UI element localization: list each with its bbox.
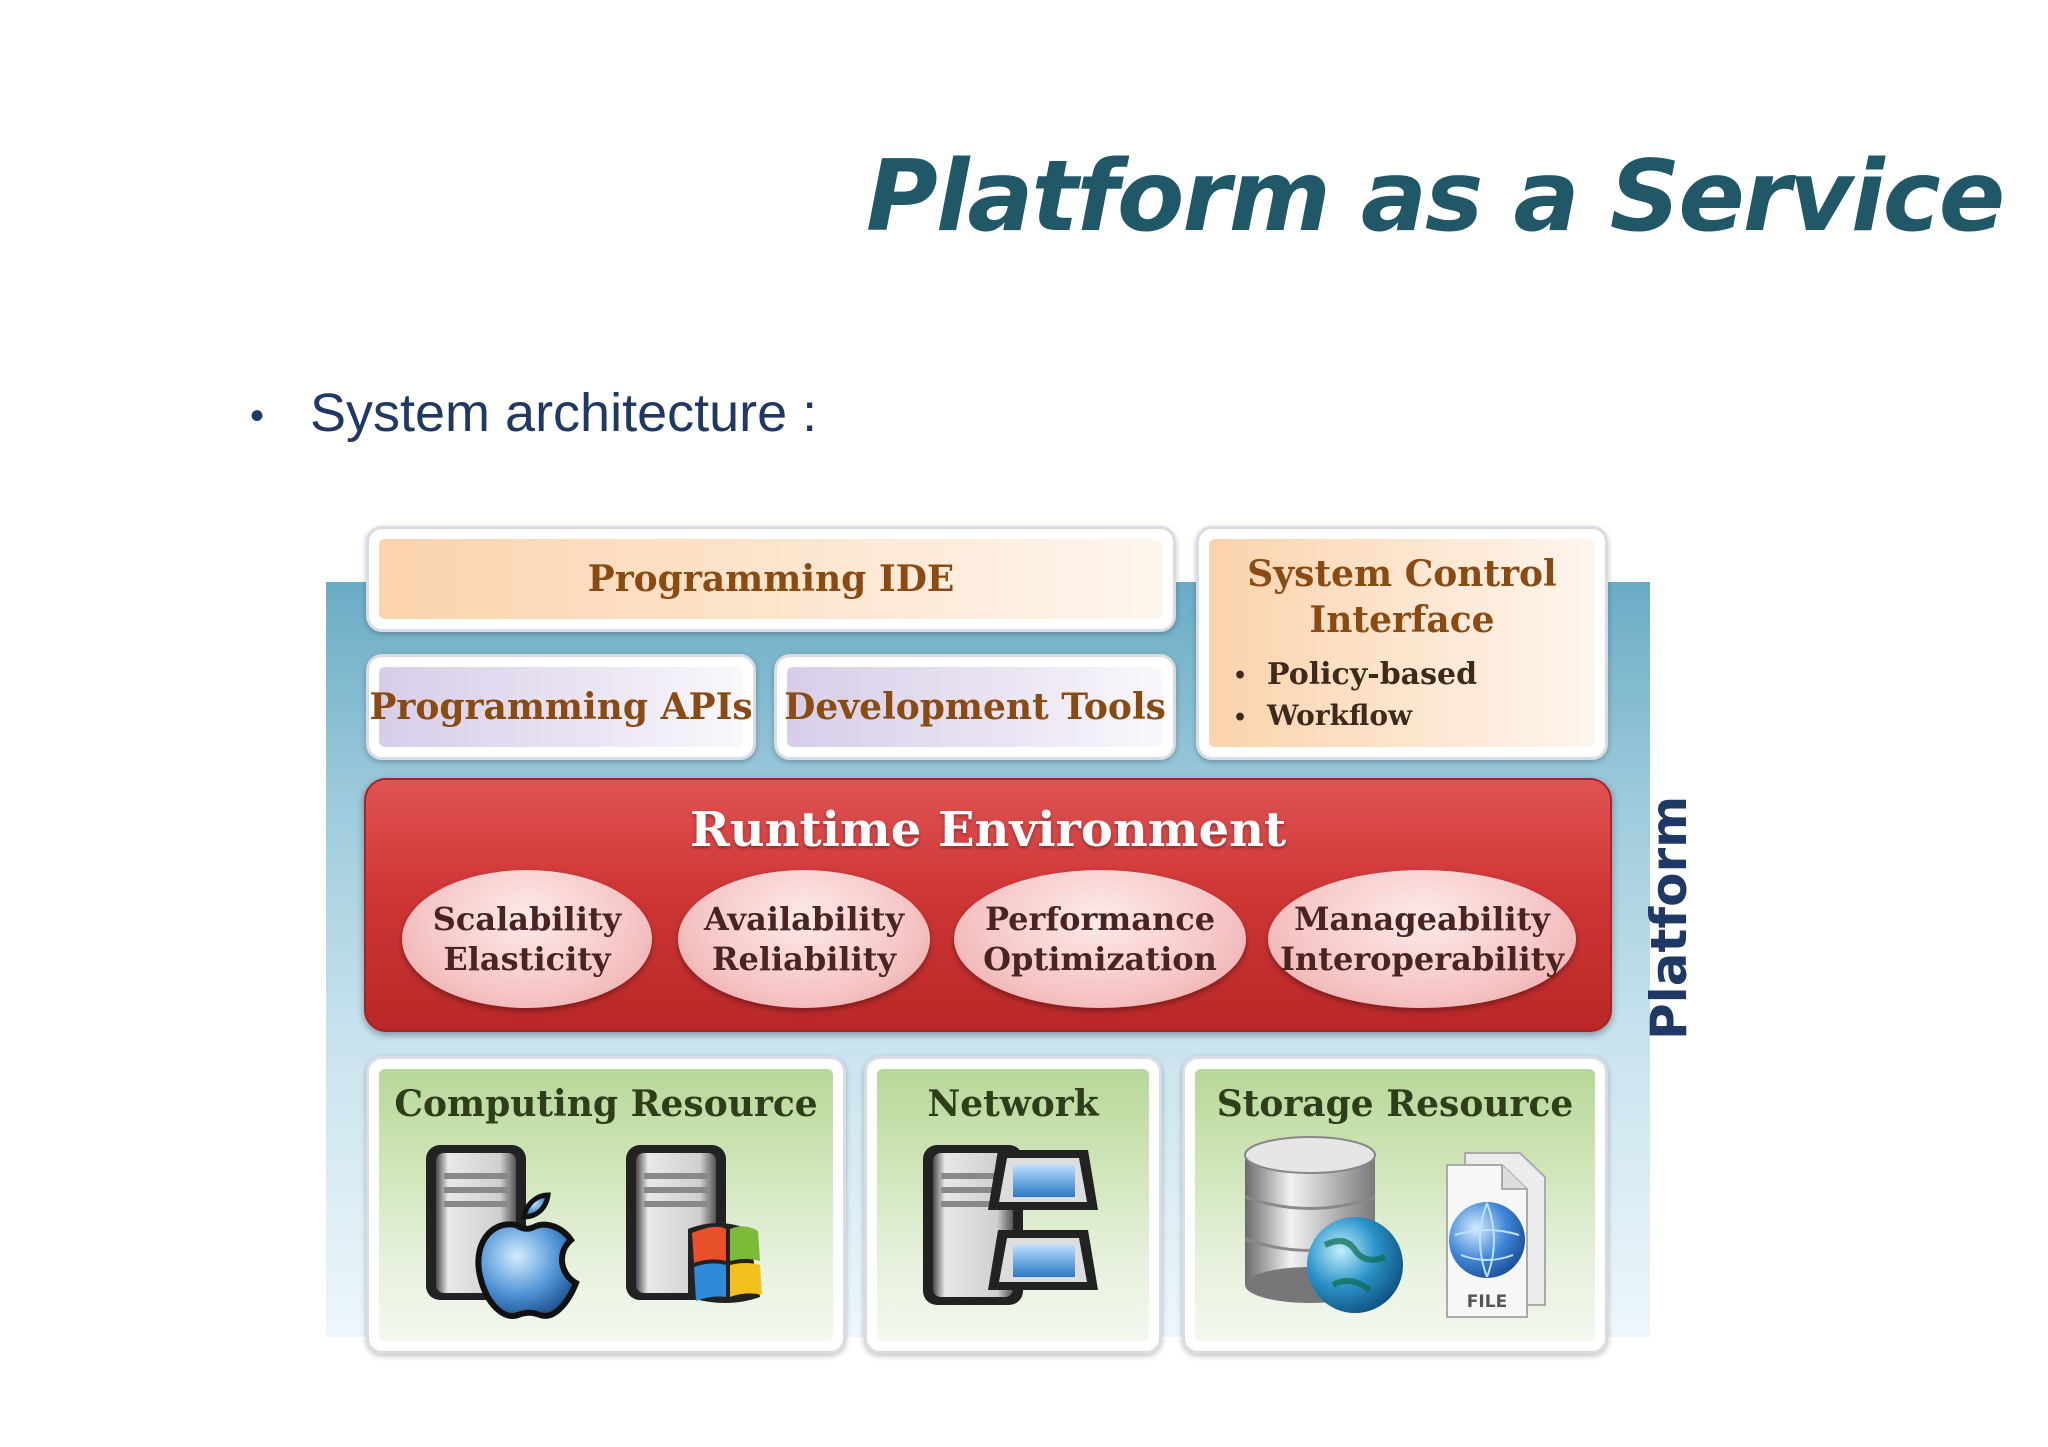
storage-resource-fill: Storage Resource [1195, 1069, 1595, 1341]
development-tools-box: Development Tools [774, 654, 1176, 760]
development-tools-label: Development Tools [784, 686, 1166, 728]
system-control-title-1: System Control [1247, 553, 1557, 595]
storage-icons: FILE [1244, 1136, 1546, 1318]
oval-line: Elasticity [443, 940, 611, 978]
system-control-item-text: Policy-based [1267, 657, 1478, 692]
programming-ide-fill: Programming IDE [379, 539, 1163, 619]
oval-line: Performance [984, 900, 1216, 938]
network-label: Network [927, 1083, 1099, 1125]
programming-apis-fill: Programming APIs [369, 667, 753, 747]
storage-resource-box: Storage Resource [1182, 1056, 1608, 1354]
slide-title: Platform as a Service [866, 140, 2005, 254]
oval-manageability: Manageability Interoperability [1268, 870, 1576, 1008]
file-icon-label: FILE [1467, 1292, 1507, 1312]
oval-line: Scalability [432, 900, 622, 938]
computing-resource-label: Computing Resource [394, 1083, 818, 1125]
oval-line: Manageability [1294, 900, 1550, 938]
runtime-environment-box: Runtime Environment Scalability Elastici… [364, 778, 1612, 1032]
system-control-item: •Policy-based [1233, 657, 1478, 692]
oval-line: Interoperability [1279, 940, 1565, 978]
monitor-icon [988, 1150, 1098, 1210]
programming-ide-box: Programming IDE [366, 526, 1176, 632]
system-control-item: •Workflow [1233, 699, 1413, 732]
globe-icon [1307, 1217, 1403, 1313]
platform-side-label: Platform [1640, 795, 1698, 1040]
computing-resource-box: Computing Resource [366, 1056, 846, 1354]
oval-availability: Availability Reliability [678, 870, 930, 1008]
system-control-item-text: Workflow [1267, 699, 1413, 732]
oval-line: Optimization [983, 940, 1217, 978]
windows-logo-icon [688, 1223, 762, 1303]
network-icons [923, 1145, 1098, 1305]
oval-performance: Performance Optimization [954, 870, 1246, 1008]
system-control-list: •Policy-based •Workflow [1223, 655, 1477, 738]
file-icon: FILE [1446, 1152, 1546, 1318]
development-tools-fill: Development Tools [784, 667, 1166, 747]
monitor-icon [988, 1230, 1098, 1290]
oval-scalability: Scalability Elasticity [402, 870, 652, 1008]
programming-ide-label: Programming IDE [587, 558, 955, 600]
oval-line: Availability [703, 900, 905, 938]
bullet-text: System architecture : [310, 383, 818, 443]
programming-apis-label: Programming APIs [369, 686, 753, 728]
network-fill: Network [877, 1069, 1149, 1341]
bullet-item: • System architecture : [250, 382, 817, 444]
computing-icons [426, 1145, 762, 1319]
oval-line: Reliability [711, 940, 897, 978]
system-control-box: System Control Interface •Policy-based •… [1196, 526, 1608, 760]
system-control-fill: System Control Interface •Policy-based •… [1209, 539, 1595, 747]
bullet-dot: • [250, 394, 265, 439]
programming-apis-box: Programming APIs [366, 654, 756, 760]
network-box: Network [864, 1056, 1162, 1354]
apple-logo-icon [475, 1192, 580, 1319]
runtime-environment-title: Runtime Environment [689, 802, 1287, 858]
system-control-title-2: Interface [1309, 599, 1495, 641]
computing-resource-fill: Computing Resource [379, 1069, 833, 1341]
storage-resource-label: Storage Resource [1216, 1083, 1574, 1125]
